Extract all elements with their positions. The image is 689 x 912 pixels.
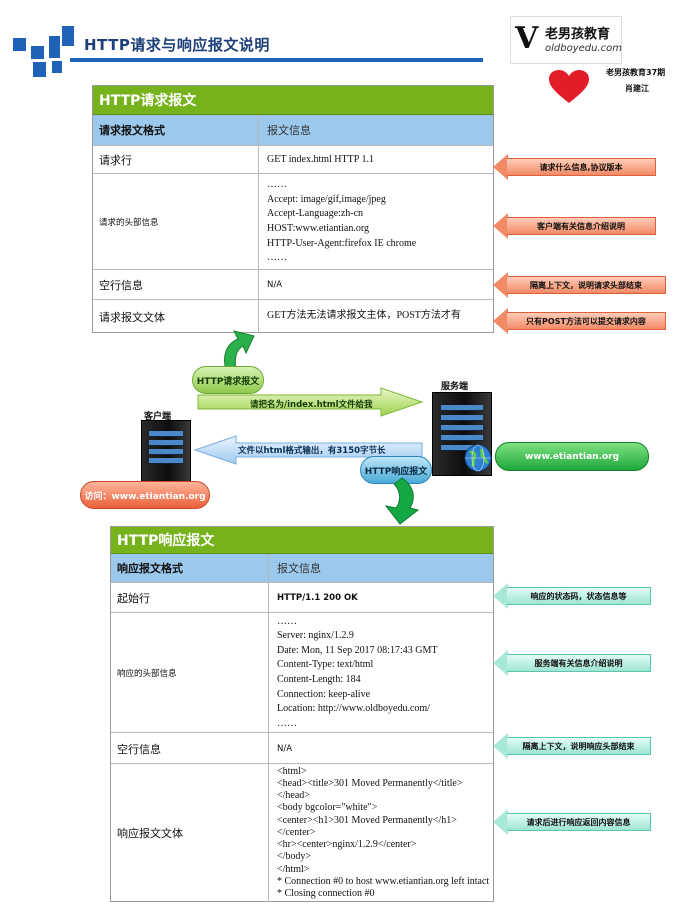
request-arrow-text: 请把名为/index.html文件给我 bbox=[250, 400, 373, 410]
server-label: 服务端 bbox=[441, 382, 469, 392]
request-line-text: GET index.html HTTP 1.1 bbox=[267, 153, 374, 165]
body-line-text: GET方法无法请求报文主体，POST方法才有 bbox=[267, 310, 461, 322]
request-table-header-row: 请求报文格式 报文信息 bbox=[93, 115, 493, 145]
request-callout-4: 只有POST方法可以提交请求内容 bbox=[493, 308, 666, 334]
header-line: …… bbox=[267, 179, 287, 191]
request-arrow-icon bbox=[197, 387, 424, 417]
header-line: Location: http://www.oldboyedu.com/ bbox=[277, 703, 430, 715]
body-line: <html> bbox=[277, 765, 307, 777]
table-row: 空行信息 N/A bbox=[93, 269, 493, 300]
body-line: <body bgcolor="white"> bbox=[277, 802, 378, 814]
header-line: HTTP-User-Agent:firefox IE chrome bbox=[267, 237, 417, 249]
response-blank-value: N/A bbox=[269, 733, 493, 764]
request-row-value: GET index.html HTTP 1.1 bbox=[259, 146, 493, 174]
body-line: </head> bbox=[277, 790, 310, 802]
response-start-label: 起始行 bbox=[111, 583, 269, 613]
author-note-line2: 肖建江 bbox=[625, 84, 649, 93]
response-blank-label: 空行信息 bbox=[111, 733, 269, 764]
response-body-label: 响应报文文体 bbox=[111, 764, 269, 902]
server-url-pill: www.etiantian.org bbox=[495, 442, 649, 471]
title-underline bbox=[70, 58, 483, 62]
request-blank-value: N/A bbox=[259, 270, 493, 300]
client-icon bbox=[141, 420, 191, 484]
body-line: * Closing connection #0 bbox=[277, 887, 375, 899]
body-line: </body> bbox=[277, 851, 312, 863]
header-line: …… bbox=[267, 252, 287, 264]
table-row: 响应的头部信息 …… Server: nginx/1.2.9 Date: Mon… bbox=[111, 612, 493, 733]
request-callout-1: 请求什么信息,协议版本 bbox=[493, 154, 656, 180]
header-line: Accept-Language:zh-cn bbox=[267, 208, 364, 220]
header-line: Content-Length: 184 bbox=[277, 674, 361, 685]
body-line: </html> bbox=[277, 863, 310, 875]
table-row: 请求行 GET index.html HTTP 1.1 bbox=[93, 145, 493, 174]
header-line: Date: Mon, 11 Sep 2017 08:17:43 GMT bbox=[277, 644, 438, 656]
response-start-value: HTTP/1.1 200 OK bbox=[269, 583, 493, 613]
request-table: HTTP请求报文 请求报文格式 报文信息 请求行 GET index.html … bbox=[92, 85, 494, 333]
response-head-left: 响应报文格式 bbox=[111, 554, 269, 582]
client-url-pill: 访问：www.etiantian.org bbox=[80, 481, 210, 509]
request-head-left: 请求报文格式 bbox=[93, 115, 259, 145]
header-line: Server: nginx/1.2.9 bbox=[277, 630, 354, 642]
globe-icon bbox=[464, 444, 492, 472]
body-line: <center><h1>301 Moved Permanently</h1> bbox=[277, 814, 457, 826]
logo-en: oldboyedu.com bbox=[545, 43, 623, 54]
request-body-label: 请求报文文体 bbox=[93, 300, 259, 333]
header-line: …… bbox=[277, 717, 297, 729]
response-headers-value: …… Server: nginx/1.2.9 Date: Mon, 11 Sep… bbox=[269, 613, 493, 733]
status-line-text: HTTP/1.1 200 OK bbox=[277, 593, 358, 603]
table-row: 空行信息 N/A bbox=[111, 732, 493, 764]
blank-line-text: N/A bbox=[267, 280, 283, 290]
header-line: HOST:www.etiantian.org bbox=[267, 223, 369, 234]
logo-cn: 老男孩教育 bbox=[545, 27, 611, 42]
response-body-value: <html> <head><title>301 Moved Permanentl… bbox=[269, 764, 493, 902]
request-headers-value: …… Accept: image/gif,image/jpeg Accept-L… bbox=[259, 174, 493, 270]
response-head-right: 报文信息 bbox=[277, 562, 321, 575]
heart-icon bbox=[549, 70, 589, 103]
response-table-header-row: 响应报文格式 报文信息 bbox=[111, 554, 493, 582]
response-headers-label: 响应的头部信息 bbox=[111, 613, 269, 733]
response-callout-1: 响应的状态码，状态信息等 bbox=[493, 583, 651, 609]
body-line: * Connection #0 to host www.etiantian.or… bbox=[277, 875, 490, 887]
request-body-value: GET方法无法请求报文主体，POST方法才有 bbox=[259, 300, 493, 333]
table-row: 响应报文文体 <html> <head><title>301 Moved Per… bbox=[111, 763, 493, 902]
author-note-line1: 老男孩教育37期 bbox=[606, 68, 666, 77]
body-line: </center> bbox=[277, 826, 316, 838]
response-callout-4: 请求后进行响应返回内容信息 bbox=[493, 809, 651, 835]
response-table: HTTP响应报文 响应报文格式 报文信息 起始行 HTTP/1.1 200 OK… bbox=[110, 526, 494, 902]
response-arrow-text: 文件以html格式输出，有3150字节长 bbox=[238, 446, 386, 456]
request-pill: HTTP请求报文 bbox=[192, 366, 264, 394]
brand-logo: V 老男孩教育 oldboyedu.com bbox=[510, 16, 622, 64]
request-head-right: 报文信息 bbox=[267, 124, 311, 137]
blank-line-text: N/A bbox=[277, 743, 293, 754]
header-line: Connection: keep-alive bbox=[277, 688, 371, 700]
request-callout-3: 隔离上下文，说明请求头部结束 bbox=[493, 272, 666, 298]
body-line: <hr><center>nginx/1.2.9</center> bbox=[277, 839, 417, 851]
response-pill: HTTP响应报文 bbox=[360, 456, 432, 484]
request-headers-label: 请求的头部信息 bbox=[93, 174, 259, 270]
body-line: <head><title>301 Moved Permanently</titl… bbox=[277, 778, 463, 790]
curved-up-arrow-icon bbox=[224, 330, 255, 371]
table-row: 起始行 HTTP/1.1 200 OK bbox=[111, 582, 493, 613]
header-line: Accept: image/gif,image/jpeg bbox=[267, 193, 386, 205]
client-label: 客户端 bbox=[144, 412, 172, 422]
response-callout-3: 隔离上下文，说明响应头部结束 bbox=[493, 733, 651, 759]
header-line: Content-Type: text/html bbox=[277, 659, 374, 671]
curved-down-arrow-icon bbox=[384, 477, 420, 525]
table-row: 请求的头部信息 …… Accept: image/gif,image/jpeg … bbox=[93, 173, 493, 270]
response-table-title: HTTP响应报文 bbox=[111, 527, 493, 554]
request-table-title: HTTP请求报文 bbox=[93, 86, 493, 115]
table-row: 请求报文文体 GET方法无法请求报文主体，POST方法才有 bbox=[93, 299, 493, 333]
logo-mark: V bbox=[515, 21, 539, 56]
response-callout-2: 服务端有关信息介绍说明 bbox=[493, 650, 651, 676]
page-title: HTTP请求与响应报文说明 bbox=[84, 36, 270, 54]
request-callout-2: 客户端有关信息介绍说明 bbox=[493, 213, 656, 239]
header-line: …… bbox=[277, 615, 297, 627]
request-row-label: 请求行 bbox=[93, 146, 259, 174]
request-blank-label: 空行信息 bbox=[93, 270, 259, 300]
